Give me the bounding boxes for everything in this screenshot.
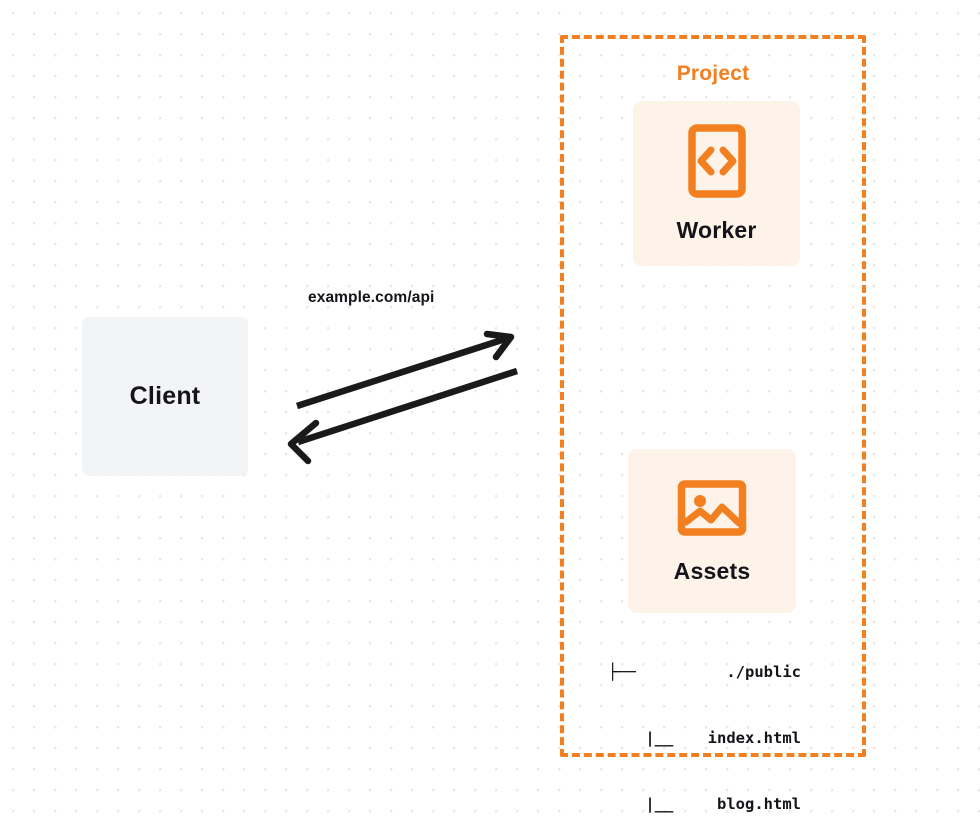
response-arrow (287, 367, 519, 465)
file-tree-row: ├── ./public (608, 661, 801, 683)
tree-node-name: ./public (726, 663, 801, 681)
connection-label: example.com/api (308, 289, 435, 306)
assets-file-tree: ├── ./public |__ index.html |__ blog.htm… (608, 617, 801, 818)
tree-branch: ├── (608, 663, 646, 681)
tree-branch: |__ (608, 729, 683, 747)
tree-branch: |__ (608, 795, 683, 813)
file-tree-row: |__ blog.html (608, 793, 801, 815)
assets-card[interactable]: Assets (628, 449, 796, 613)
client-node[interactable]: Client (82, 317, 248, 476)
worker-card[interactable]: Worker (633, 101, 800, 266)
request-arrow (296, 330, 515, 410)
image-picture-icon (677, 477, 747, 544)
file-tree-row: |__ index.html (608, 727, 801, 749)
tree-node-name: blog.html (717, 795, 801, 813)
code-brackets-icon (687, 123, 746, 203)
worker-card-label: Worker (676, 216, 757, 243)
tree-node-name: index.html (707, 729, 801, 747)
assets-card-label: Assets (673, 558, 751, 584)
client-label: Client (129, 382, 201, 410)
project-container: Project (560, 35, 866, 757)
project-title: Project (669, 62, 757, 86)
